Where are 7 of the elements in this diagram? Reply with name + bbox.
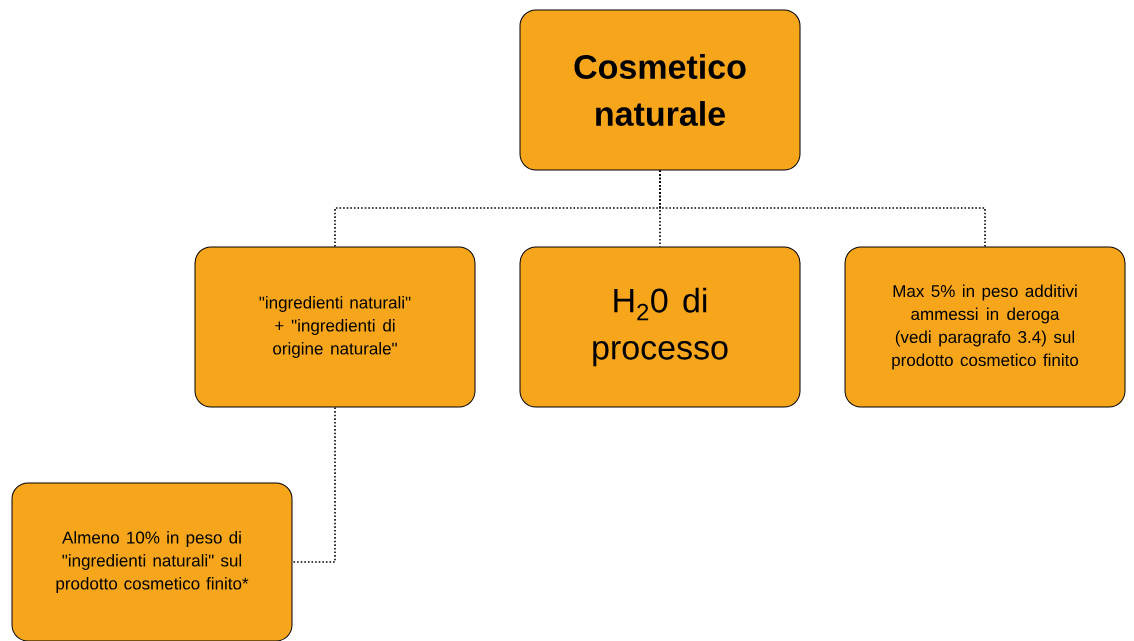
- process-box: Max 5% in peso additivi ammessi in deroga (vedi paragrafo 3.4) sul prodotto cosmetico finito: [844, 246, 1126, 408]
- connector-line: [659, 169, 986, 248]
- process-box: H$_{2}$0 di processo: [519, 246, 801, 408]
- process-box: Cosmetico naturale: [519, 9, 801, 171]
- connector-line: [291, 406, 336, 563]
- process-box: Almeno 10% in peso di "ingredienti naturali" sul prodotto cosmetico finito*: [11, 482, 293, 641]
- process-box: "ingredienti naturali" + "ingredienti di origine naturale": [194, 246, 476, 408]
